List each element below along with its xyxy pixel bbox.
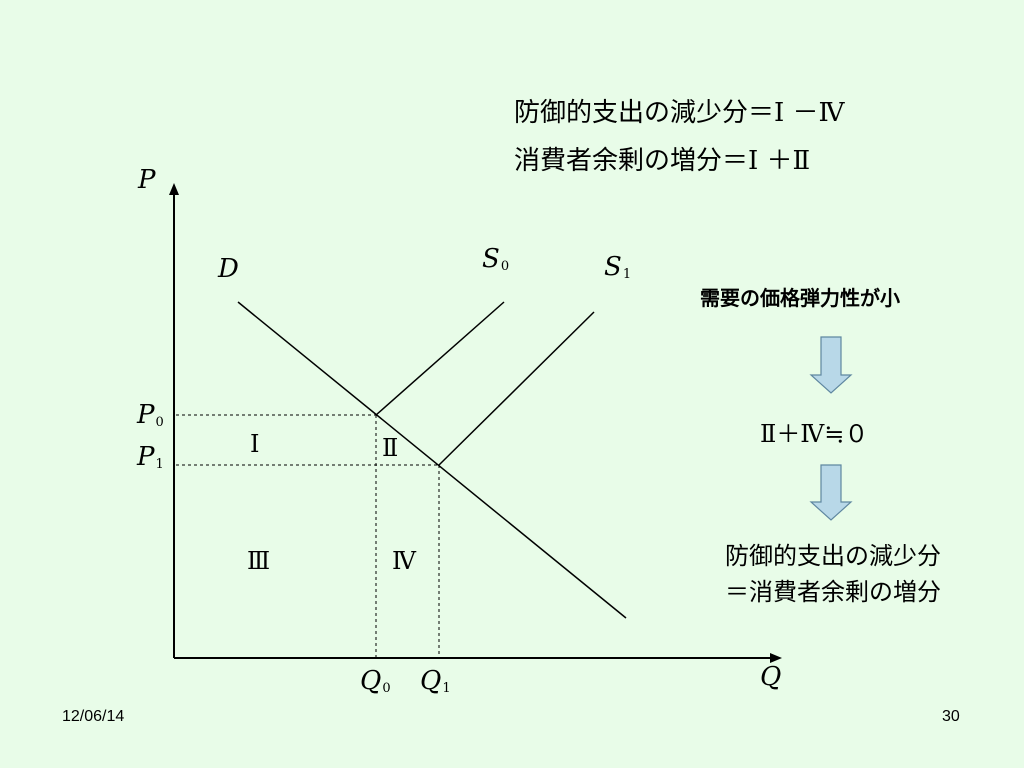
- y-axis-label: P: [138, 165, 156, 195]
- q1-label: Q1: [420, 666, 451, 696]
- conclusion: 防御的支出の減少分 ＝消費者余剰の増分: [688, 538, 978, 610]
- headline-defensive-spending: 防御的支出の減少分＝Ⅰ －Ⅳ: [514, 98, 845, 128]
- elasticity-note: 需要の価格弾力性が小: [700, 286, 900, 310]
- q0-label: Q0: [360, 666, 391, 696]
- demand-curve-label: D: [218, 254, 239, 284]
- down-arrow-2: [809, 464, 853, 521]
- slide-date: 12/06/14: [62, 708, 125, 725]
- conclusion-line-1: 防御的支出の減少分: [725, 542, 941, 570]
- demand-curve: [237, 301, 627, 619]
- region-2-label: Ⅱ: [382, 434, 399, 462]
- region-1-label: Ⅰ: [250, 430, 260, 458]
- supply-s1-label: S1: [604, 252, 632, 282]
- slide-number: 30: [942, 708, 960, 725]
- supply-curve-s0: [375, 301, 505, 416]
- y-axis-arrowhead: [169, 183, 179, 195]
- p0-label: P0: [137, 400, 164, 430]
- p1-label: P1: [137, 442, 164, 472]
- x-axis-label: Q: [760, 662, 782, 692]
- conclusion-line-2: ＝消費者余剰の増分: [725, 578, 941, 606]
- region-3-label: Ⅲ: [247, 547, 271, 575]
- supply-s0-label: S0: [482, 244, 510, 274]
- x-axis-arrowhead: [770, 653, 782, 663]
- supply-curve-s1: [438, 311, 595, 466]
- headline-consumer-surplus: 消費者余剰の増分＝Ⅰ ＋Ⅱ: [514, 146, 811, 176]
- approx-equation: Ⅱ＋Ⅳ≒０: [760, 420, 869, 448]
- down-arrow-1: [809, 336, 853, 394]
- region-4-label: Ⅳ: [392, 547, 416, 575]
